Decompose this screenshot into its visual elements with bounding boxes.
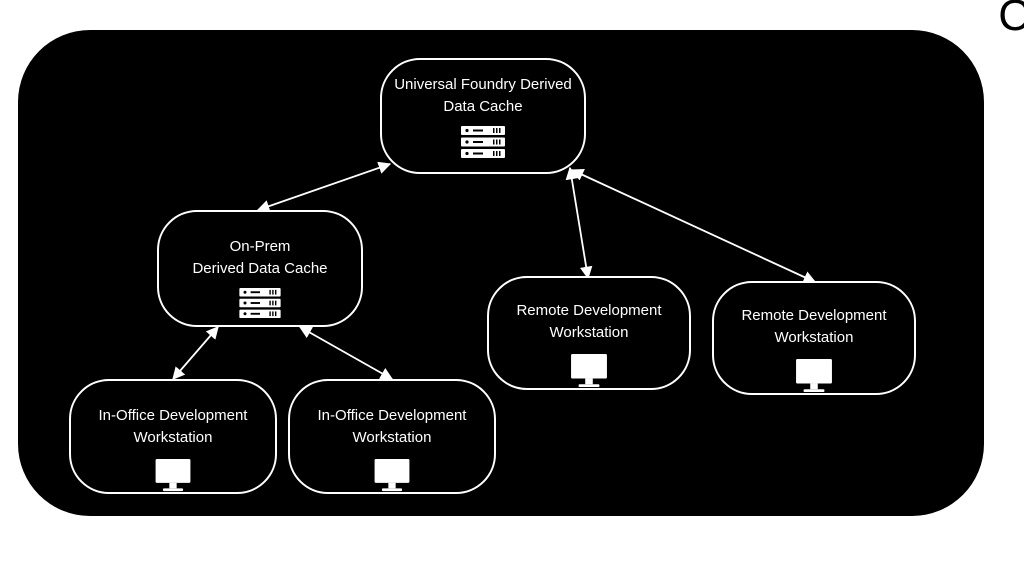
node-label: In-Office Development Workstation: [317, 407, 467, 446]
node-label: Universal Foundry Derived Data Cache: [394, 76, 572, 115]
node-label: In-Office Development Workstation: [98, 407, 248, 446]
monitor-icon: [796, 359, 832, 393]
server-rack-icon: [239, 288, 281, 318]
node-remote-workstation-1[interactable]: Remote Development Workstation: [487, 276, 691, 390]
node-in-office-workstation-1[interactable]: In-Office Development Workstation: [69, 379, 277, 494]
corner-glyph: C: [998, 0, 1024, 40]
node-label: On-Prem Derived Data Cache: [192, 238, 328, 277]
monitor-icon: [571, 354, 607, 388]
node-label: Remote Development Workstation: [741, 307, 887, 346]
node-in-office-workstation-2[interactable]: In-Office Development Workstation: [288, 379, 496, 494]
node-universal-foundry-cache[interactable]: Universal Foundry Derived Data Cache: [380, 58, 586, 174]
node-remote-workstation-2[interactable]: Remote Development Workstation: [712, 281, 916, 395]
node-on-prem-cache[interactable]: On-Prem Derived Data Cache: [157, 210, 363, 327]
server-rack-icon: [461, 126, 505, 158]
monitor-icon: [155, 459, 191, 492]
monitor-icon: [374, 459, 410, 492]
node-label: Remote Development Workstation: [516, 302, 662, 341]
